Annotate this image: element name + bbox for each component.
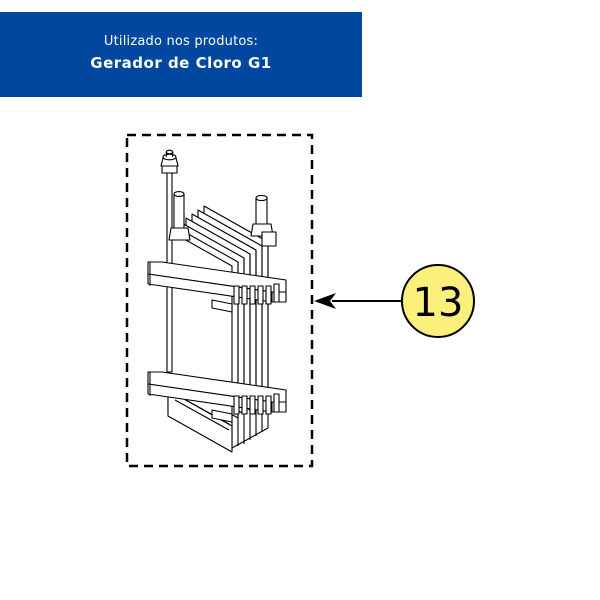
left-terminal-post [168, 191, 191, 241]
lower-spacer-bar [147, 371, 287, 423]
electrode-cell-icon [147, 149, 287, 453]
banner-subtitle: Utilizado nos produtos: [103, 34, 259, 49]
upper-spacer-bar [147, 261, 287, 313]
banner-title: Gerador de Cloro G1 [90, 54, 272, 72]
part-number-callout: 13 [401, 264, 475, 338]
callout-arrow [314, 293, 401, 309]
part-number-label: 13 [413, 280, 464, 326]
part-dashed-frame [125, 133, 314, 468]
right-terminal-post [250, 194, 277, 247]
product-banner: Utilizado nos produtos: Gerador de Cloro… [0, 12, 362, 97]
